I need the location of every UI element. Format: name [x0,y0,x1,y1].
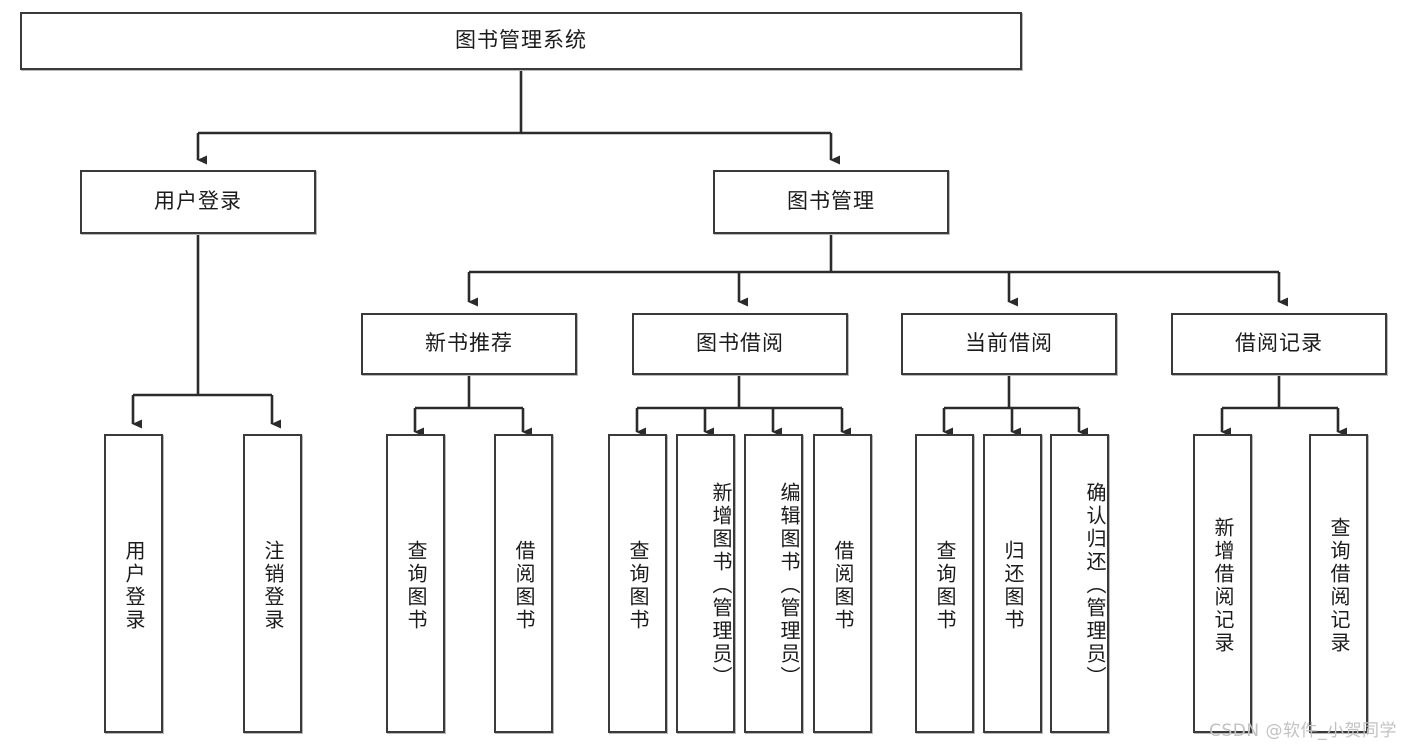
leaf-query-book-current[interactable]: 查询图书 [915,434,974,733]
leaf-borrow-book-new[interactable]: 借阅图书 [494,434,553,733]
node-root-library-system[interactable]: 图书管理系统 [20,12,1022,70]
leaf-user-login[interactable]: 用户登录 [104,434,163,733]
leaf-add-book-admin[interactable]: 新增图书（管理员） [676,434,735,733]
csdn-watermark: CSDN @软件_小贺同学 [1209,721,1397,741]
node-borrow-record[interactable]: 借阅记录 [1171,313,1387,375]
leaf-confirm-return-admin[interactable]: 确认归还（管理员） [1050,434,1109,733]
leaf-return-book[interactable]: 归还图书 [983,434,1042,733]
leaf-borrow-book[interactable]: 借阅图书 [813,434,872,733]
node-user-login[interactable]: 用户登录 [80,170,316,234]
leaf-query-book-borrow[interactable]: 查询图书 [608,434,667,733]
leaf-edit-book-admin[interactable]: 编辑图书（管理员） [744,434,803,733]
leaf-add-borrow-record[interactable]: 新增借阅记录 [1193,434,1252,733]
leaf-query-book-new[interactable]: 查询图书 [386,434,445,733]
node-book-borrow[interactable]: 图书借阅 [632,313,848,375]
leaf-query-borrow-record[interactable]: 查询借阅记录 [1309,434,1368,733]
leaf-logout[interactable]: 注销登录 [243,434,302,733]
node-current-borrow[interactable]: 当前借阅 [901,313,1117,375]
node-book-management[interactable]: 图书管理 [713,170,949,234]
node-new-book-recommend[interactable]: 新书推荐 [361,313,577,375]
